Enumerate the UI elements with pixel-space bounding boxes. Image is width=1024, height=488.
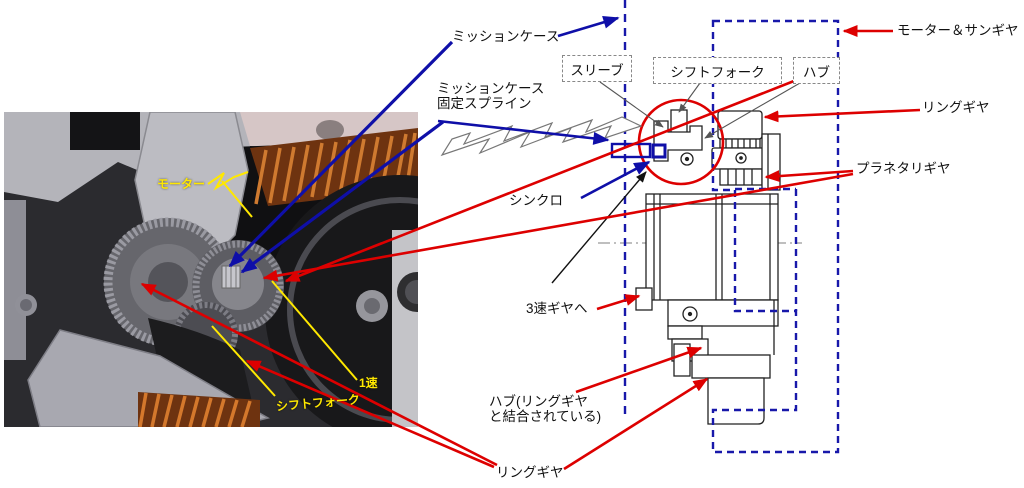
synchro-highlight-circle	[637, 98, 725, 186]
label-third-gear: 3速ギヤへ	[526, 301, 588, 316]
planetary-arrow-diagram	[764, 169, 854, 183]
box-sleeve: スリーブ	[562, 55, 632, 82]
synchro-marker	[651, 143, 667, 159]
synchro-arrow	[580, 160, 651, 200]
label-ring-gear-right: リングギヤ	[922, 100, 990, 115]
label-synchro: シンクロ	[509, 193, 563, 208]
ring-gear-bottom-arrow-diagram	[563, 377, 709, 471]
lightning-arrow	[440, 116, 643, 157]
motor-sun-gear-outline	[711, 19, 840, 454]
hub-black-leader	[551, 171, 647, 284]
photo-label-motor: モーター	[157, 177, 206, 191]
ring-gear-right-arrow	[763, 108, 921, 123]
ring-gear-top-part	[717, 110, 763, 140]
third-gear-arrow	[596, 294, 641, 311]
spline-arrow-diagram	[437, 119, 610, 145]
sleeve-leader	[599, 81, 664, 128]
hub-ring-gear-arrow	[575, 346, 703, 394]
hub-leader	[704, 82, 801, 139]
hub-bottom-part	[671, 338, 709, 362]
box-hub: ハブ	[793, 57, 840, 84]
label-planetary-gear: プラネタリギヤ	[856, 161, 951, 176]
shift-fork-leader	[678, 82, 701, 113]
shift-fork-part	[670, 109, 688, 136]
cross-section-diagram	[598, 109, 802, 425]
mission-case-arrow-diagram	[557, 15, 620, 38]
fixed-spline-marker	[610, 142, 652, 159]
ring-gear-bottom-part	[707, 377, 765, 425]
label-mission-case-spline: ミッションケース 固定スプライン	[437, 81, 545, 111]
label-motor-sun-gear: モーター＆サンギヤ	[897, 23, 1019, 38]
planetary-gear-part	[719, 168, 763, 186]
photo-label-first-gear: 1速	[359, 376, 378, 390]
sleeve-part	[653, 120, 703, 162]
transmission-photo	[4, 112, 418, 427]
label-mission-case: ミッションケース	[452, 29, 560, 44]
carrier-part	[711, 147, 775, 170]
label-hub-ring-gear: ハブ(リングギヤ と結合されている)	[489, 394, 602, 424]
label-ring-gear-bottom: リングギヤ	[496, 465, 564, 480]
box-shift-fork: シフトフォーク	[653, 57, 782, 84]
